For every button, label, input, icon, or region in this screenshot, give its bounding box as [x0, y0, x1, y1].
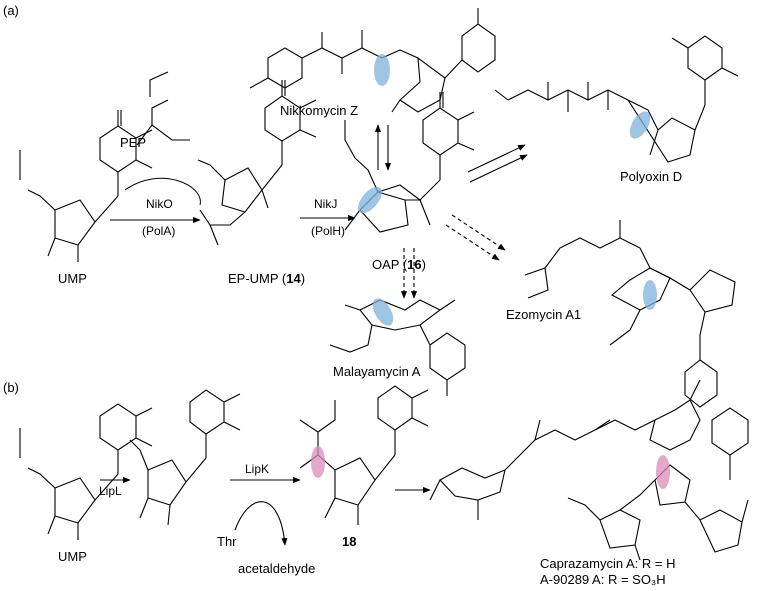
oap-structure	[344, 92, 475, 233]
caprazamycin-structure	[429, 379, 749, 561]
enzyme-niko: NikO	[146, 197, 173, 211]
enzyme-nikj: NikJ	[314, 197, 338, 211]
enzyme-lipl: LipL	[99, 484, 122, 498]
label-caprazamycin: Caprazamycin A: R = H	[540, 556, 676, 571]
pep-structure	[136, 71, 190, 146]
highlight-caprazamycin	[656, 455, 670, 489]
polyoxin-structure	[494, 35, 739, 163]
highlight-oap	[358, 186, 382, 214]
aldehyde-structure	[129, 389, 241, 526]
label-pep: PEP	[120, 135, 147, 150]
ezomycin-structure	[524, 220, 736, 408]
label-polyoxin: Polyoxin D	[620, 169, 683, 184]
enzyme-polh: (PolH)	[311, 224, 346, 238]
label-acetaldehyde: acetaldehyde	[238, 561, 316, 576]
nikkomycin-structure	[249, 8, 496, 113]
bond-highlights	[311, 54, 670, 489]
label-malayamycin: Malayamycin A	[333, 364, 421, 379]
label-ezomycin: Ezomycin A1	[506, 307, 582, 322]
label-a90289: A-90289 A: R = SO₃H	[540, 572, 666, 587]
enzyme-pola: (PolA)	[142, 224, 176, 238]
label-ep-ump: EP-UMP (14)	[228, 271, 306, 286]
panel-label-a: (a)	[3, 3, 19, 18]
highlight-polyoxin	[629, 111, 651, 139]
enzyme-lipk: LipK	[245, 462, 270, 476]
malayamycin-structure	[329, 299, 466, 396]
ump-structure-b	[19, 403, 153, 540]
label-thr: Thr	[217, 534, 237, 549]
ump-structure-a	[19, 110, 153, 262]
panel-label-b: (b)	[3, 380, 19, 395]
label-ump-b: UMP	[58, 549, 87, 564]
compound-18-structure	[299, 385, 429, 525]
highlight-cmpd18	[311, 446, 325, 478]
ep-ump-structure	[197, 80, 317, 246]
label-nikkomycin: Nikkomycin Z	[280, 103, 359, 118]
highlight-nikkomycin	[374, 54, 390, 86]
label-ump-a: UMP	[58, 271, 87, 286]
label-oap: OAP (16)	[372, 257, 426, 272]
highlight-ezomycin	[643, 280, 657, 310]
label-compound-18: 18	[342, 534, 357, 549]
highlight-malayamycin	[372, 298, 394, 326]
